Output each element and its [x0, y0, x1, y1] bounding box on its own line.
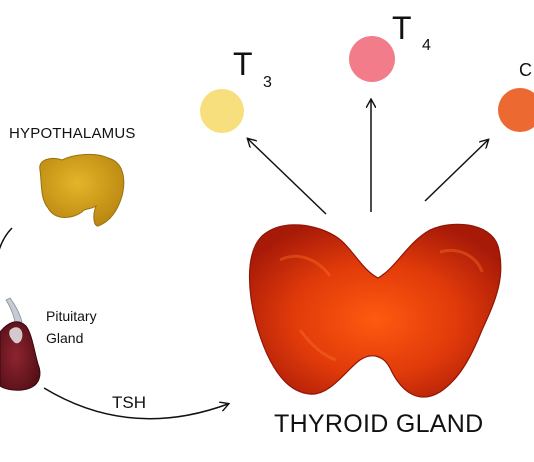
feedback-curve: [0, 227, 13, 250]
pituitary-label-line2: Gland: [46, 330, 84, 346]
arrow-to-t3: [248, 139, 327, 215]
tsh-arrow: [43, 387, 228, 420]
t4-label-subscript: 4: [422, 37, 431, 54]
arrow-to-c: [424, 140, 488, 202]
pituitary-shape: [0, 321, 41, 391]
t3-circle: [200, 89, 244, 133]
thyroid-texture: [279, 249, 484, 362]
thyroid-shape: [248, 223, 502, 398]
thyroid-gland-label: THYROID GLAND: [274, 410, 484, 438]
hypothalamus-shape: [39, 153, 125, 227]
c-label-letter: C: [519, 60, 532, 80]
t4-label-letter: T: [392, 10, 412, 46]
c-circle: [498, 88, 534, 132]
pituitary-label: Pituitary Gland: [46, 305, 97, 349]
tsh-label: TSH: [112, 393, 146, 412]
t3-label-subscript: 3: [263, 74, 272, 91]
t4-circle: [349, 36, 395, 82]
hypothalamus-label: HYPOTHALAMUS: [9, 125, 136, 142]
t3-label-letter: T: [233, 46, 253, 82]
pituitary-label-line1: Pituitary: [46, 308, 97, 324]
pituitary-highlight: [9, 327, 23, 344]
